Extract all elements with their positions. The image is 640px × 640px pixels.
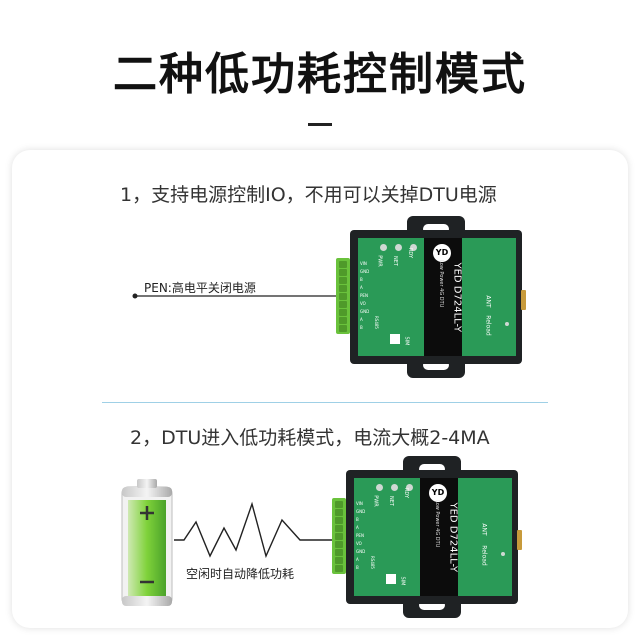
title-underline xyxy=(308,123,332,126)
led-rdy-icon xyxy=(406,484,413,491)
pin-label-b2: B xyxy=(360,325,363,330)
reload-button[interactable] xyxy=(505,322,509,326)
led-rdy-label: RDY xyxy=(403,487,410,499)
pin-label-a: A xyxy=(360,285,363,290)
rs485-label: RS485 xyxy=(369,556,375,569)
pin-label-b: B xyxy=(360,277,363,282)
pin-label-gnd2: GND xyxy=(356,549,366,554)
led-net-icon xyxy=(395,244,402,251)
led-rdy-icon xyxy=(410,244,417,251)
reload-button[interactable] xyxy=(501,552,505,556)
sim-icon xyxy=(386,574,396,584)
led-pwr-icon xyxy=(376,484,383,491)
antenna-connector-icon xyxy=(517,530,522,550)
step2-wire-label: 空闲时自动降低功耗 xyxy=(186,567,295,581)
pin-label-vin: VIN xyxy=(360,261,367,266)
page-title: 二种低功耗控制模式 xyxy=(113,49,527,100)
device-panel-right xyxy=(462,238,516,356)
section-divider xyxy=(102,402,548,403)
pin-label-vo: VO xyxy=(356,541,362,546)
pin-label-a: A xyxy=(356,525,359,530)
pin-label-a2: A xyxy=(356,557,359,562)
device-subtitle: Low Power 4G DTU xyxy=(434,500,440,548)
pin-label-vo: VO xyxy=(360,301,366,306)
brand-logo-icon: YD xyxy=(433,244,451,262)
sim-label: SIM xyxy=(399,576,406,586)
device-model: YED D724LL-Y xyxy=(447,502,459,573)
content-panel xyxy=(12,150,628,628)
pin-label-vin: VIN xyxy=(356,501,363,506)
pin-label-gnd: GND xyxy=(356,509,366,514)
led-pwr-label: PWR xyxy=(372,495,379,507)
pin-label-b2: B xyxy=(356,565,359,570)
terminal-block xyxy=(332,498,346,574)
reload-label: Reload xyxy=(480,545,488,566)
pin-label-a2: A xyxy=(360,317,363,322)
brand-logo-icon: YD xyxy=(429,484,447,502)
step1-text: 1，支持电源控制IO，不用可以关掉DTU电源 xyxy=(120,184,497,206)
ant-label: ANT xyxy=(480,523,488,536)
terminal-block xyxy=(336,258,350,334)
step1-wire-label: PEN:高电平关闭电源 xyxy=(144,281,256,295)
pin-label-pen: PEN xyxy=(356,533,364,538)
led-net-icon xyxy=(391,484,398,491)
pin-label-pen: PEN xyxy=(360,293,368,298)
antenna-connector-icon xyxy=(521,290,526,310)
led-net-label: NET xyxy=(387,496,394,506)
pin-label-b: B xyxy=(356,517,359,522)
step2-text: 2，DTU进入低功耗模式，电流大概2-4MA xyxy=(130,427,490,449)
pin-label-gnd2: GND xyxy=(360,309,370,314)
device-panel-right xyxy=(458,478,512,596)
sim-icon xyxy=(390,334,400,344)
pin-label-gnd: GND xyxy=(360,269,370,274)
led-pwr-icon xyxy=(380,244,387,251)
